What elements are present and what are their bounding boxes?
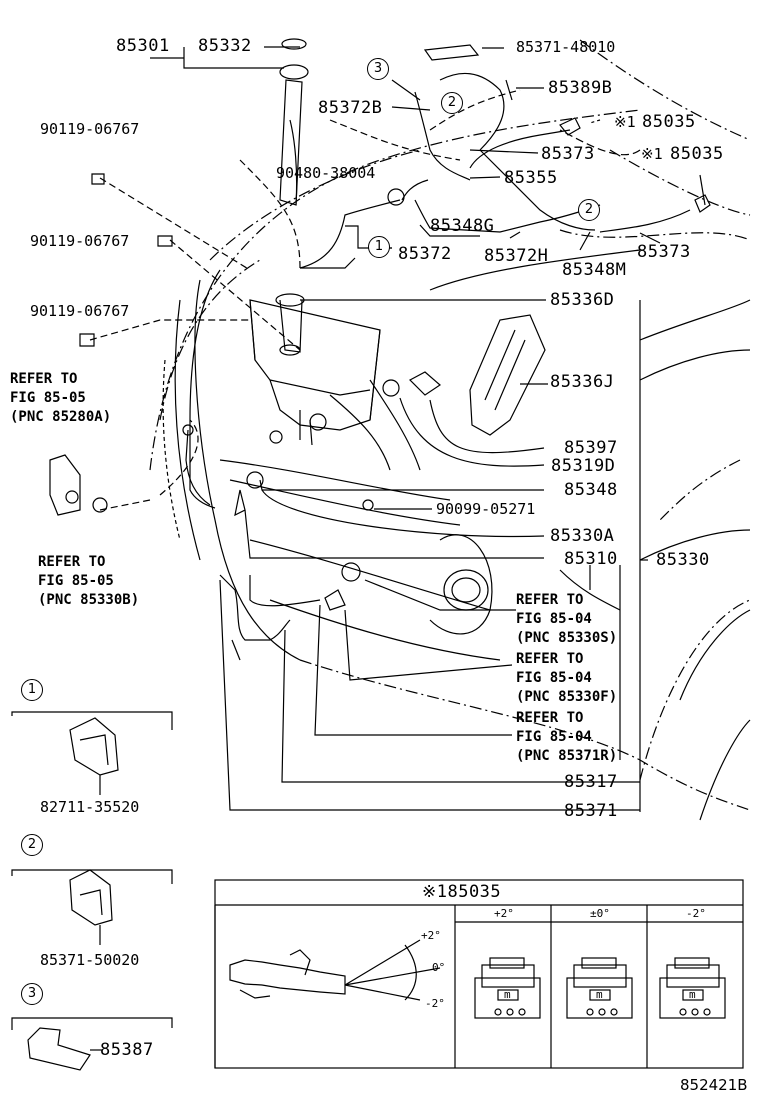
nozzle-marker-plus2: m	[504, 988, 511, 1001]
legend-3-part: 85387	[100, 1040, 154, 1060]
part-label-85319d: 85319D	[551, 456, 616, 476]
part-label-85371: 85371	[564, 801, 618, 821]
refer-2-line-1: REFER TO	[38, 554, 106, 570]
refer-4-line-1: REFER TO	[516, 651, 584, 667]
part-label-85373-b: 85373	[637, 242, 691, 262]
nozzle-marker-minus2: m	[689, 988, 696, 1001]
figure-id: 852421B	[680, 1076, 748, 1094]
refer-4-line-2: FIG 85-04	[516, 670, 592, 686]
part-label-85372b: 85372B	[318, 98, 383, 118]
part-label-85336d: 85336D	[550, 290, 615, 310]
table-title: ※185035	[422, 882, 502, 902]
part-label-90119-b: 90119-06767	[30, 232, 130, 250]
table-col-zero: ±0°	[590, 907, 610, 920]
part-label-85355: 85355	[504, 168, 558, 188]
legend-1-number: 1	[21, 679, 43, 701]
refer-1-line-3: (PNC 85280A)	[10, 409, 112, 425]
callout-3: 3	[367, 58, 389, 80]
refer-5-line-1: REFER TO	[516, 710, 584, 726]
refer-1-line-1: REFER TO	[10, 371, 78, 387]
refer-3-line-3: (PNC 85330S)	[516, 630, 618, 646]
refer-1-line-2: FIG 85-05	[10, 390, 86, 406]
part-label-85332: 85332	[198, 36, 252, 56]
part-label-85310: 85310	[564, 549, 618, 569]
note-mark-b: ※1	[641, 145, 663, 163]
part-label-85301: 85301	[116, 36, 170, 56]
part-label-85035-b: 85035	[670, 144, 724, 164]
part-label-85389b: 85389B	[548, 78, 613, 98]
legend-1-part: 82711-35520	[40, 798, 140, 816]
callout-2-lower: 2	[578, 199, 600, 221]
part-label-85035-a: 85035	[642, 112, 696, 132]
table-col-minus2: -2°	[686, 907, 706, 920]
part-label-85397: 85397	[564, 438, 618, 458]
part-label-85371-48010: 85371-48010	[516, 38, 616, 56]
part-label-90099-05271: 90099-05271	[436, 500, 536, 518]
part-label-90480-38004: 90480-38004	[276, 164, 376, 182]
part-label-85372: 85372	[398, 244, 452, 264]
nozzle-marker-zero: m	[596, 988, 603, 1001]
note-mark-a: ※1	[614, 113, 636, 131]
callout-2-upper: 2	[441, 92, 463, 114]
angle-label-plus2: +2°	[421, 929, 441, 942]
legend-3-number: 3	[21, 983, 43, 1005]
part-label-85317: 85317	[564, 772, 618, 792]
part-label-85372h: 85372H	[484, 246, 549, 266]
part-label-90119-c: 90119-06767	[30, 302, 130, 320]
refer-2-line-2: FIG 85-05	[38, 573, 114, 589]
table-col-plus2: +2°	[494, 907, 514, 920]
part-label-85348m: 85348M	[562, 260, 627, 280]
part-label-85373-a: 85373	[541, 144, 595, 164]
callout-1: 1	[368, 236, 390, 258]
legend-2-number: 2	[21, 834, 43, 856]
refer-5-line-3: (PNC 85371R)	[516, 748, 618, 764]
refer-4-line-3: (PNC 85330F)	[516, 689, 618, 705]
part-label-90119-a: 90119-06767	[40, 120, 140, 138]
part-label-85336j: 85336J	[550, 372, 615, 392]
part-label-85330a: 85330A	[550, 526, 615, 546]
refer-3-line-1: REFER TO	[516, 592, 584, 608]
part-label-85348: 85348	[564, 480, 618, 500]
refer-2-line-3: (PNC 85330B)	[38, 592, 140, 608]
angle-label-zero: 0°	[432, 961, 446, 974]
legend-2-part: 85371-50020	[40, 951, 140, 969]
refer-5-line-2: FIG 85-04	[516, 729, 592, 745]
angle-label-minus2: -2°	[425, 997, 445, 1010]
part-label-85348g: 85348G	[430, 216, 495, 236]
part-label-85330: 85330	[656, 550, 710, 570]
refer-3-line-2: FIG 85-04	[516, 611, 592, 627]
